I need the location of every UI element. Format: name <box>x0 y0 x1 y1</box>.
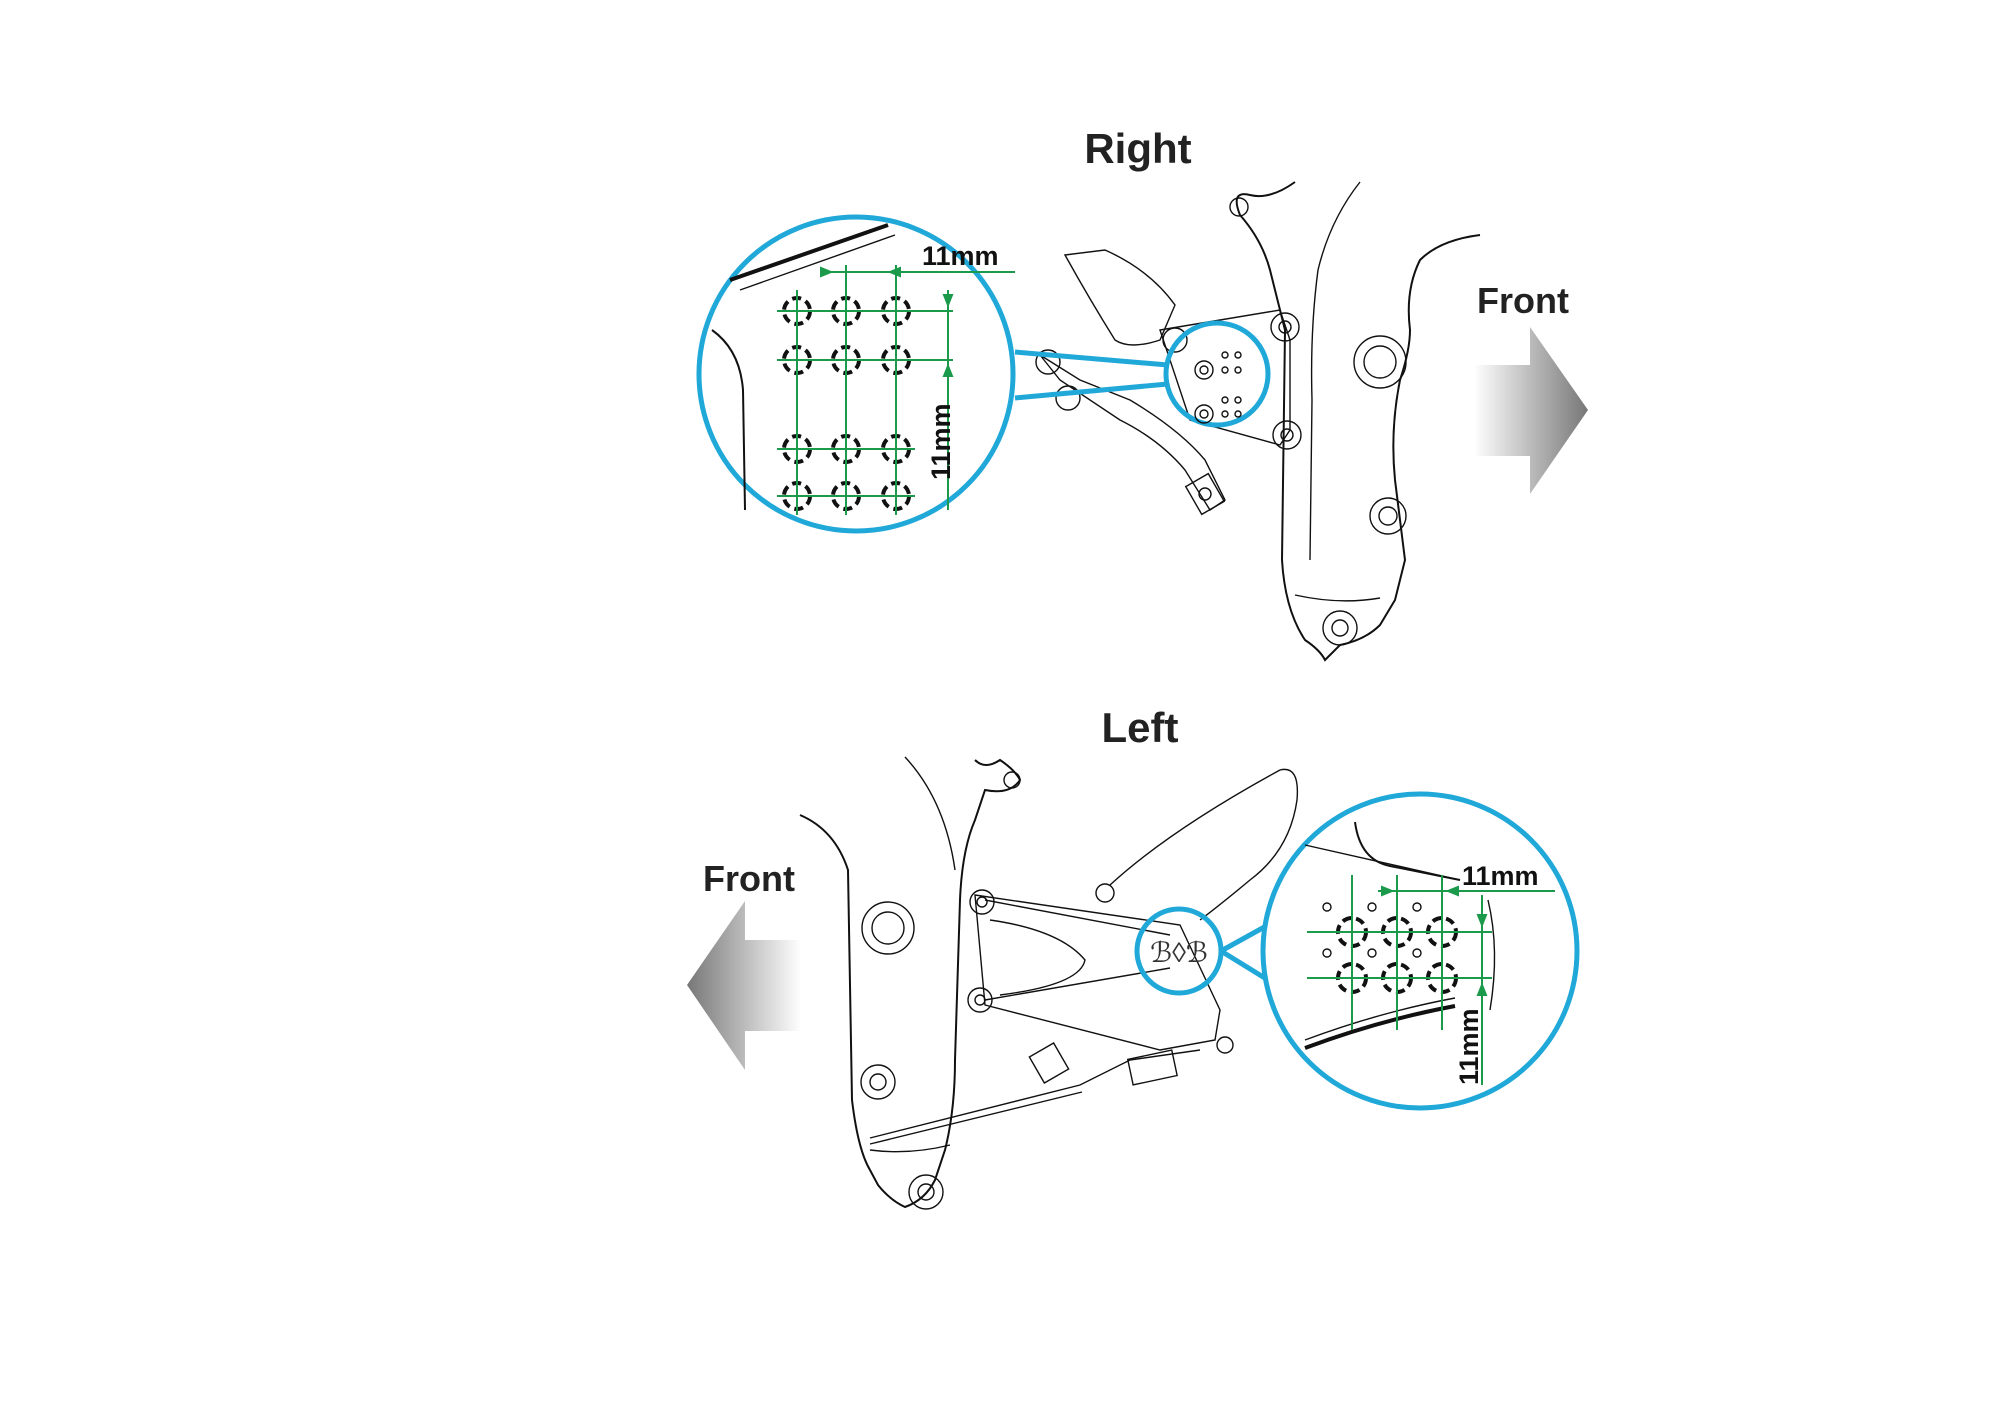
right-view: Right <box>696 125 1588 662</box>
right-dimension-lines <box>777 265 1015 515</box>
right-callout-connector <box>1014 349 1169 401</box>
left-front-arrow-icon <box>687 901 801 1070</box>
right-vertical-dimension-label: 11mm <box>926 403 956 480</box>
right-view-title: Right <box>1084 125 1191 172</box>
right-front-arrow-icon <box>1474 327 1588 494</box>
left-vertical-dimension-label: 11mm <box>1454 1008 1484 1085</box>
right-small-callout-circle <box>1163 320 1271 428</box>
left-dimension-lines <box>1307 875 1555 1085</box>
right-front-label: Front <box>1477 280 1569 321</box>
left-view-title: Left <box>1102 704 1179 751</box>
right-magnified-callout: 11mm 11mm <box>696 214 1016 534</box>
left-frame-drawing <box>799 756 1299 1210</box>
left-magnified-callout: 11mm 11mm <box>1260 791 1580 1111</box>
left-horizontal-dimension-label: 11mm <box>1462 861 1539 891</box>
left-mount-marking: ℬ◊ℬ <box>1150 937 1208 968</box>
right-mount-holes-small <box>1194 351 1242 424</box>
right-frame-drawing <box>1035 181 1481 662</box>
left-front-label: Front <box>703 858 795 899</box>
left-callout-connector <box>1219 922 1270 983</box>
left-view: Left ℬ◊ℬ <box>687 704 1580 1210</box>
right-horizontal-dimension-label: 11mm <box>922 241 999 271</box>
